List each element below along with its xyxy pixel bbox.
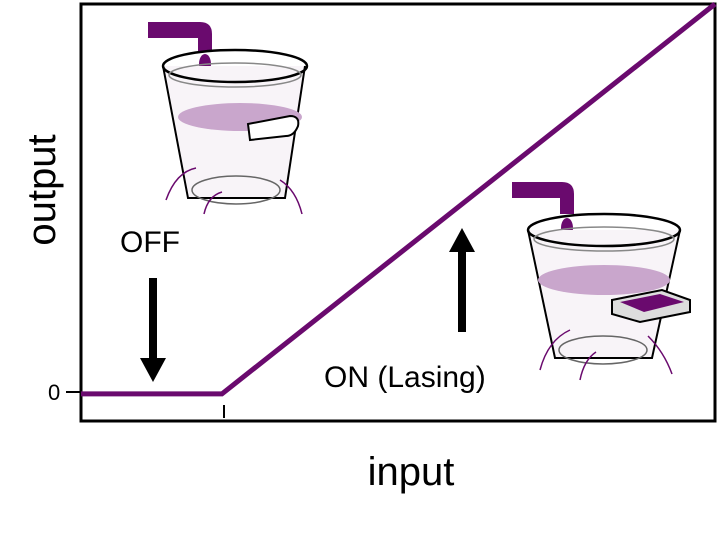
plot-frame: [79, 2, 717, 423]
up-arrow-head: [449, 228, 475, 252]
output-vs-input-line: [81, 2, 717, 397]
bucket-overflowing-through-spout-icon: [512, 182, 691, 381]
bucket-with-faucet-below-spout-icon: [148, 22, 309, 215]
down-arrow-head: [140, 358, 166, 382]
y-axis-label: output: [20, 134, 64, 245]
off-label: OFF: [120, 226, 180, 259]
x-axis-label: input: [368, 450, 455, 494]
on-label: ON (Lasing): [324, 361, 486, 394]
y-zero-tick-label: 0: [48, 380, 60, 405]
